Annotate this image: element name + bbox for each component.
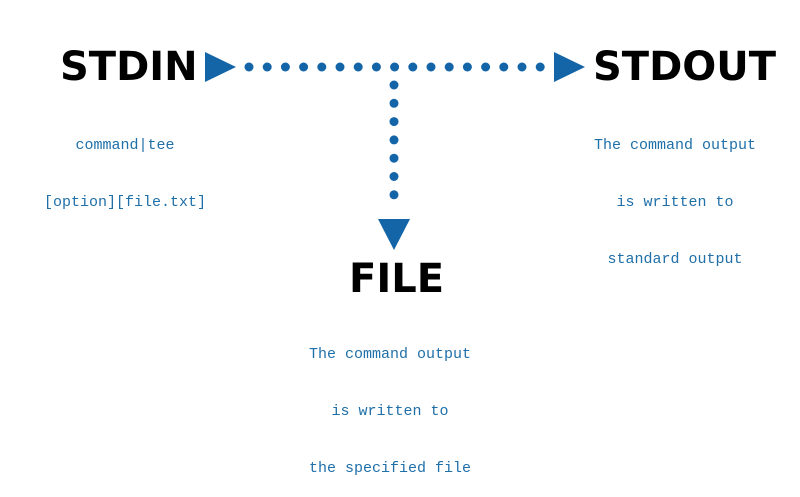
stdout-caption-line-1: The command output [593,137,757,154]
connector-dot [499,62,509,72]
connector-dot [389,190,399,200]
stdin-caption: command|tee [option][file.txt] [30,98,220,231]
connector-dot [426,62,436,72]
connector-dot [535,62,545,72]
connector-dot [390,62,400,72]
stdin-caption-line-1: command|tee [75,137,175,154]
connector-dot [481,62,491,72]
connector-dot [317,62,327,72]
connector-dot [335,62,345,72]
connector-dot [280,62,290,72]
file-title: FILE [349,256,445,302]
stdin-caption-line-2: [option][file.txt] [43,194,207,211]
file-caption-line-1: The command output [308,346,472,363]
connector-dot [389,80,399,90]
connector-dot [299,62,309,72]
file-caption: The command output is written to the spe… [285,307,495,497]
connector-dot [389,172,399,181]
stdin-arrow-icon [205,52,236,82]
stdin-title: STDIN [60,44,198,90]
connector-dot [262,62,272,72]
connector-dot [444,62,454,72]
connector-dot [462,62,472,72]
stdin-to-stdout-dotted-line [244,62,545,72]
connector-dot [389,117,399,127]
stdout-caption-line-3: standard output [607,251,743,268]
connector-dot [389,153,399,163]
connector-dot [389,135,399,145]
stdin-to-file-dotted-line [389,80,399,200]
connector-dot [371,62,381,72]
connector-dot [389,98,399,108]
stdout-arrow-icon [554,52,585,82]
stdout-title: STDOUT [593,44,777,90]
stdout-caption-line-2: is written to [616,194,734,211]
file-arrow-down-icon [378,219,410,250]
connector-dot [353,62,363,72]
connector-dot [517,62,527,72]
connector-dot [408,62,418,72]
stdout-caption: The command output is written to standar… [570,98,780,288]
connector-dot [244,62,254,72]
flow-diagram [205,52,585,250]
file-caption-line-3: the specified file [308,460,472,477]
file-caption-line-2: is written to [331,403,449,420]
